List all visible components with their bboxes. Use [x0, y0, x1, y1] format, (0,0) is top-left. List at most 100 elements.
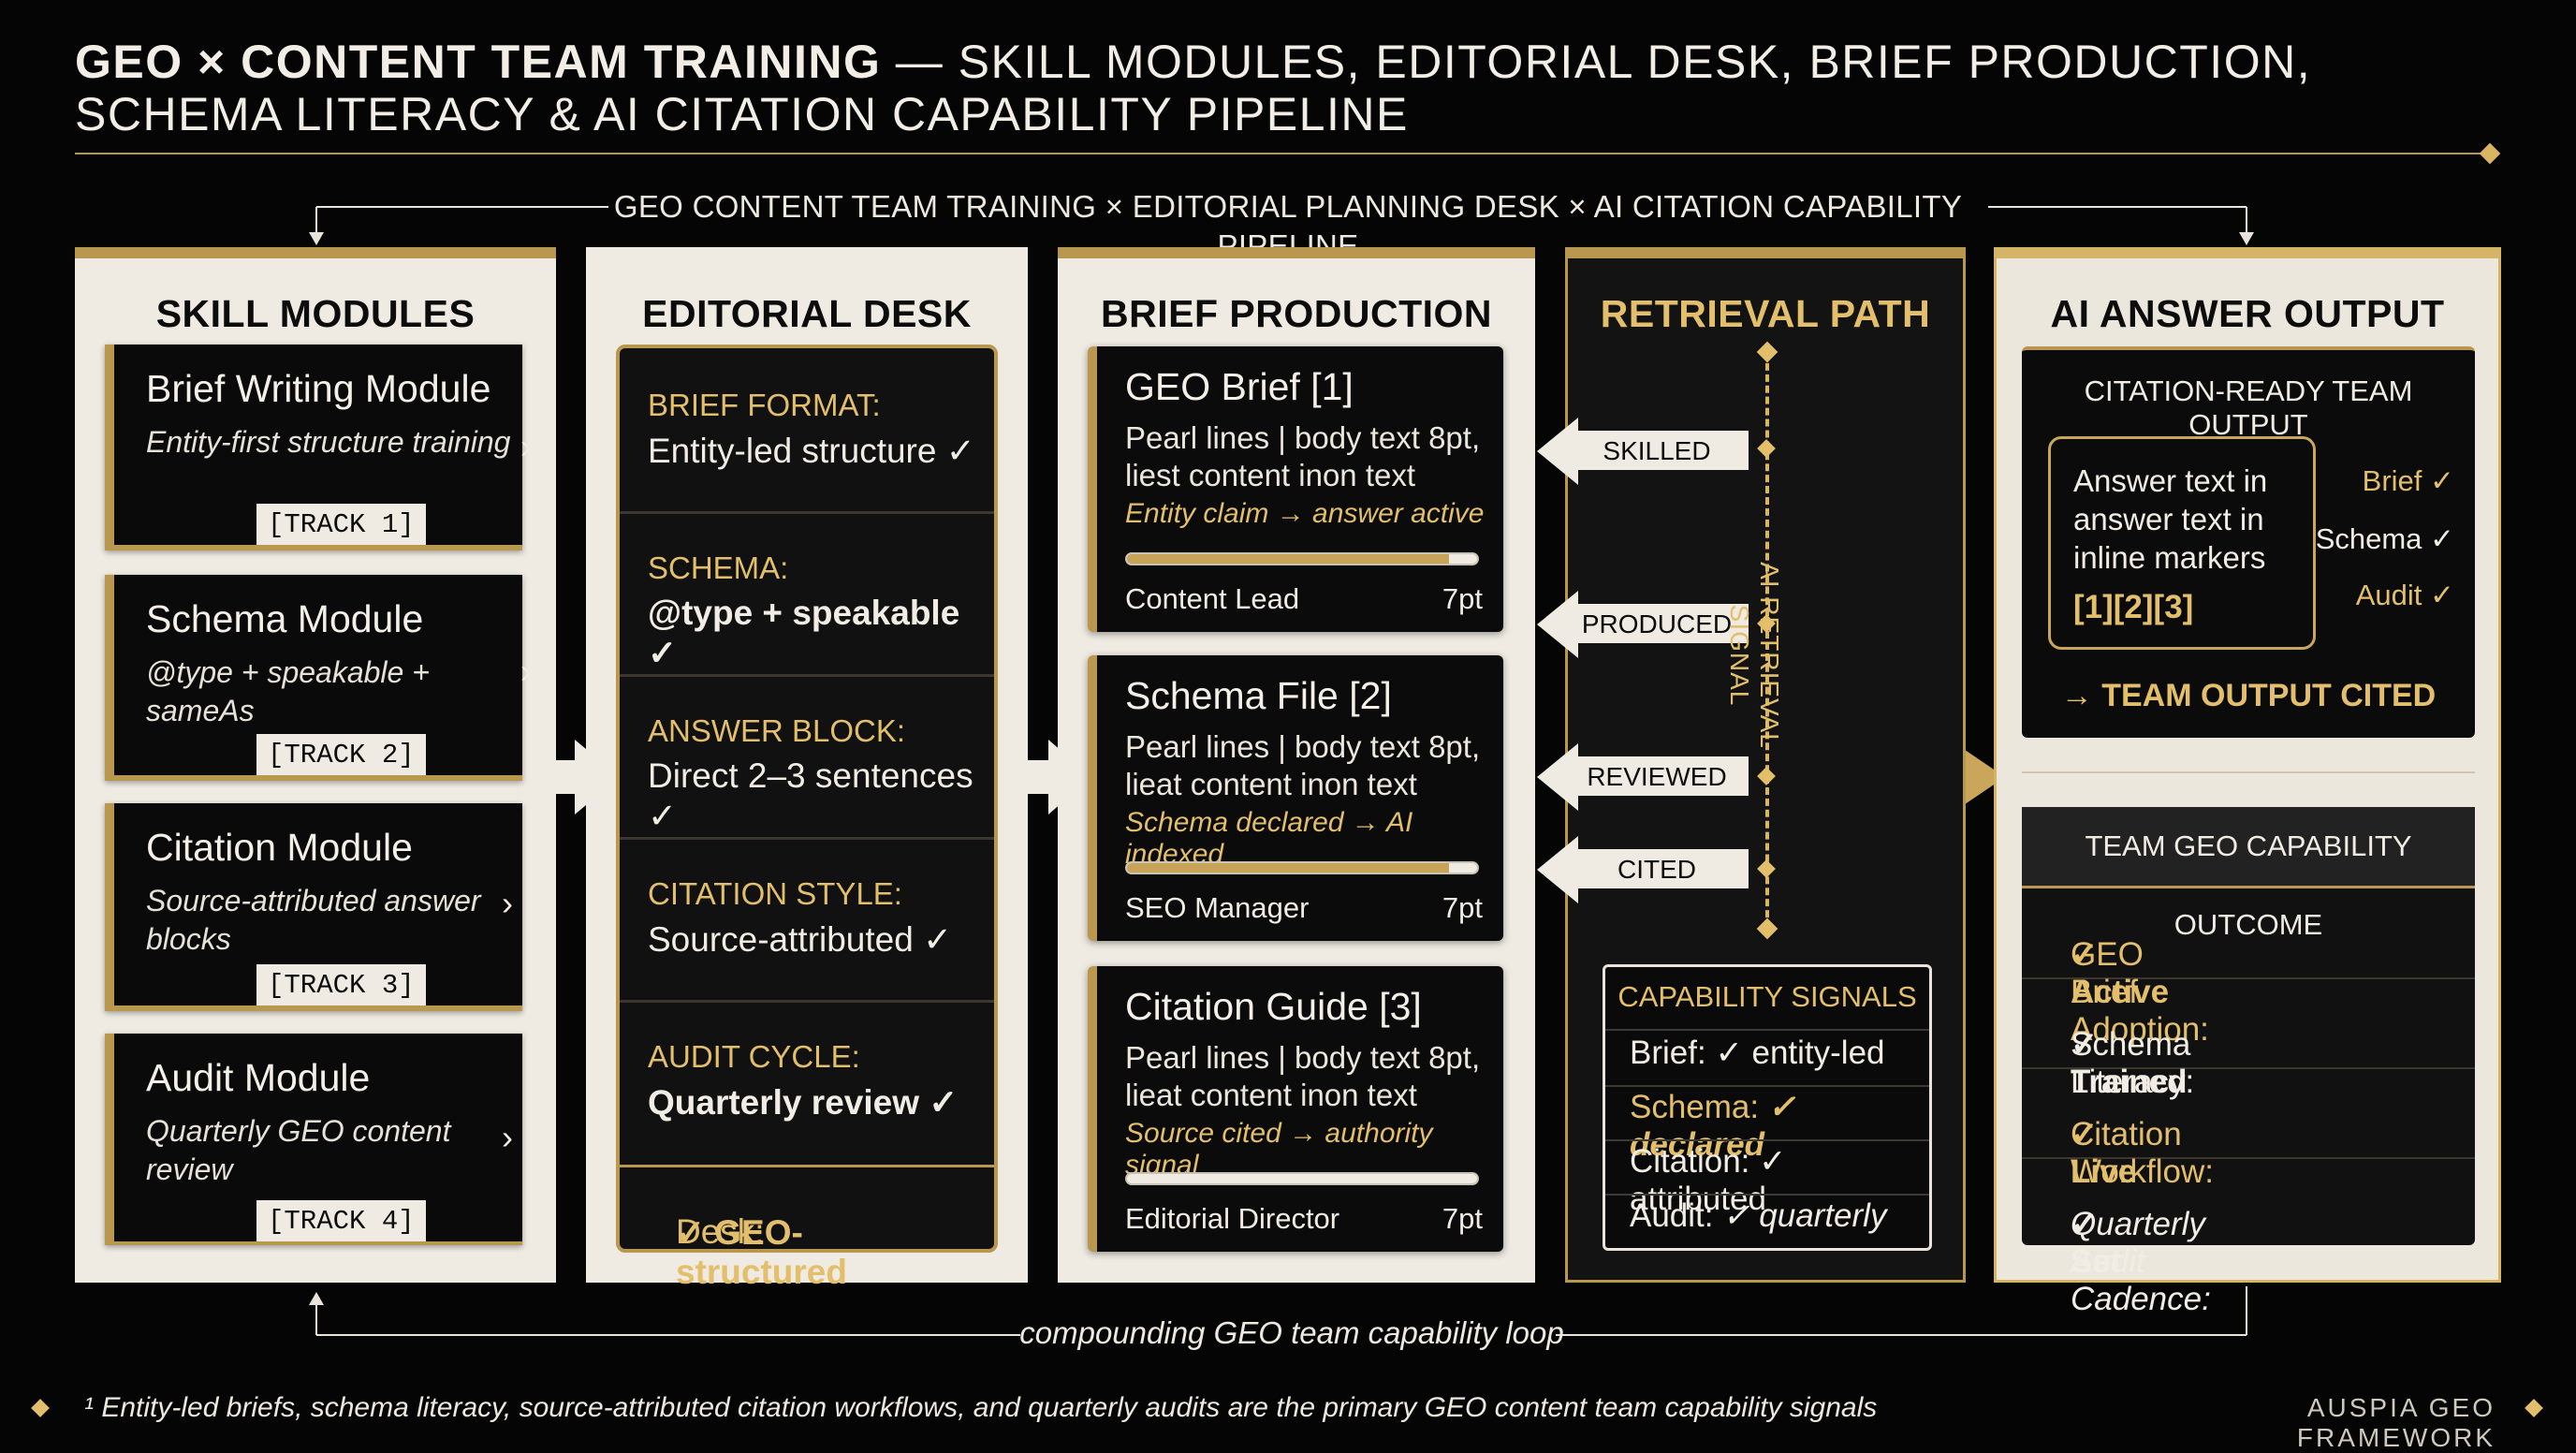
brief-pt: 7pt [1442, 1202, 1483, 1235]
signal-line [1765, 352, 1769, 929]
outcome-row: Quarterly Audit Cadence: ✓ Set [2071, 1206, 2211, 1317]
desk-row: CITATION STYLE: Source-attributed ✓ [620, 837, 994, 1003]
desk-footer: Desk: ✓ GEO-structured [620, 1165, 994, 1291]
desk-label: SCHEMA: [648, 550, 789, 585]
skill-card[interactable]: Citation Module Source-attributed answer… [105, 803, 522, 1011]
brief-body: Pearl lines | body text 8pt, liest conte… [1125, 420, 1481, 492]
capability-outcome-panel: TEAM GEO CAPABILITY OUTCOME GEO Brief Ad… [2022, 807, 2475, 1317]
answer-box: Answer text in answer text in inline mar… [2048, 436, 2316, 650]
desk-row: BRIEF FORMAT: Entity-led structure ✓ [620, 348, 994, 514]
desk-value: Source-attributed ✓ [648, 920, 953, 959]
track-badge: [TRACK 4] [256, 1200, 426, 1241]
brief-body: Pearl lines | body text 8pt, lieat conte… [1125, 1040, 1481, 1112]
panel-title: TEAM GEO CAPABILITY OUTCOME [2022, 807, 2475, 941]
desk-value: Direct 2–3 sentences ✓ [648, 756, 973, 835]
desk-row: ANSWER BLOCK: Direct 2–3 sentences ✓ [620, 674, 994, 840]
signal-label: AI RETRIEVAL SIGNAL [1725, 562, 1784, 749]
citation-ready-output: CITATION-READY TEAM OUTPUT Answer text i… [2022, 346, 2475, 738]
panel-title: CITATION-READY TEAM OUTPUT [2084, 374, 2413, 441]
desk-value: Entity-led structure ✓ [648, 432, 975, 470]
track-badge: [TRACK 2] [256, 734, 426, 775]
desk-footer-value: ✓ GEO-structured [676, 1213, 847, 1291]
skill-desc: Entity-first structure training [146, 425, 511, 459]
chevron-right-icon[interactable]: › [520, 652, 532, 690]
team-output-cited: → TEAM OUTPUT CITED [2060, 678, 2437, 713]
chevron-right-icon[interactable]: › [520, 427, 532, 465]
brief-card[interactable]: Citation Guide [3] Pearl lines | body te… [1088, 966, 1503, 1252]
progress-bar [1125, 552, 1479, 565]
skill-desc: @type + speakable + sameAs [146, 655, 430, 727]
divider [1605, 1194, 1929, 1196]
answer-text: Answer text in answer text in inline mar… [2073, 463, 2268, 575]
track-badge: [TRACK 1] [256, 504, 426, 545]
retrieval-label: SKILLED [1565, 431, 1749, 470]
skill-card[interactable]: Audit Module Quarterly GEO content revie… [105, 1034, 522, 1245]
skill-name: Audit Module [146, 1056, 371, 1099]
desk-footer-label: Desk: [676, 1212, 765, 1251]
brief-name: GEO Brief [1] [1125, 365, 1354, 408]
brief-name: Schema File [2] [1125, 674, 1392, 717]
outcome-row: Schema Literacy: ✓ Trained [2022, 977, 2475, 1100]
brief-role: SEO Manager [1125, 891, 1310, 924]
title-rest: — SKILL MODULES, EDITORIAL DESK, BRIEF P… [881, 36, 2312, 88]
progress-fill [1127, 554, 1450, 564]
loop-label: compounding GEO team capability loop [1019, 1315, 1564, 1350]
desk-label: AUDIT CYCLE: [648, 1039, 860, 1074]
divider [2022, 771, 2475, 773]
panel-title: CAPABILITY SIGNALS [1617, 980, 1917, 1013]
desk-value: @type + speakable ✓ [648, 594, 960, 672]
skill-desc: Source-attributed answer blocks [146, 884, 481, 956]
inline-markers: [1][2][3] [2073, 589, 2194, 625]
capability-signals-panel: CAPABILITY SIGNALS Brief: ✓ entity-led S… [1603, 964, 1932, 1251]
column-title: AI ANSWER OUTPUT [2050, 292, 2445, 335]
outcome-row: Citation Workflow: ✓ Live [2022, 1067, 2475, 1190]
footnote: ¹ Entity-led briefs, schema literacy, so… [84, 1392, 1878, 1423]
progress-bar [1125, 1172, 1479, 1185]
divider [1605, 1029, 1929, 1031]
desk-row: AUDIT CYCLE: Quarterly review ✓ [620, 1000, 994, 1163]
signal-row: Brief: ✓ entity-led [1630, 1035, 1885, 1071]
progress-fill [1127, 863, 1450, 873]
brief-pt: 7pt [1442, 582, 1483, 615]
brief-card[interactable]: Schema File [2] Pearl lines | body text … [1088, 655, 1503, 941]
brief-claim: Entity claim → answer active [1125, 498, 1485, 529]
column-title: RETRIEVAL PATH [1600, 292, 1931, 335]
skill-name: Citation Module [146, 826, 413, 869]
divider [1605, 1139, 1929, 1141]
skill-name: Schema Module [146, 597, 424, 640]
track-badge: [TRACK 3] [256, 964, 426, 1005]
brief-role: Editorial Director [1125, 1202, 1340, 1235]
skill-card[interactable]: Brief Writing Module Entity-first struct… [105, 345, 532, 550]
page-title: GEO × CONTENT TEAM TRAINING — SKILL MODU… [75, 36, 2415, 140]
title-line2: SCHEMA LITERACY & AI CITATION CAPABILITY… [75, 88, 1409, 140]
signal-row: Audit: ✓ quarterly [1630, 1197, 1887, 1234]
editorial-desk-panel: BRIEF FORMAT: Entity-led structure ✓ SCH… [616, 345, 998, 1291]
signal-row: Citation: ✓ attributed [1630, 1143, 1787, 1217]
brief-name: Citation Guide [3] [1125, 985, 1422, 1028]
skill-desc: Quarterly GEO content review [146, 1114, 451, 1186]
skill-name: Brief Writing Module [146, 367, 491, 410]
banner: GEO CONTENT TEAM TRAINING × EDITORIAL PL… [613, 189, 1963, 263]
brief-role: Content Lead [1125, 582, 1300, 615]
check-audit: Audit ✓ [2355, 579, 2454, 611]
skill-card[interactable]: Schema Module @type + speakable + sameAs… [105, 575, 532, 781]
chevron-right-icon[interactable]: › [502, 884, 513, 922]
check-brief: Brief ✓ [2362, 464, 2454, 497]
brief-pt: 7pt [1442, 891, 1483, 924]
chevron-right-icon[interactable]: › [502, 1118, 513, 1156]
retrieval-label: PRODUCED [1565, 604, 1749, 643]
brief-body: Pearl lines | body text 8pt, lieat conte… [1125, 729, 1481, 801]
title-bold: GEO × CONTENT TEAM TRAINING [75, 36, 882, 88]
retrieval-label: REVIEWED [1565, 756, 1749, 796]
desk-label: CITATION STYLE: [648, 876, 902, 911]
desk-value: Quarterly review ✓ [648, 1083, 959, 1122]
progress-bar [1125, 861, 1479, 874]
brief-claim: Schema declared → AI indexed [1125, 807, 1413, 870]
outcome-row: GEO Brief Adoption: ✓ Active [2022, 888, 2475, 1048]
title-rule [75, 153, 2490, 154]
brief-card[interactable]: GEO Brief [1] Pearl lines | body text 8p… [1088, 346, 1503, 632]
desk-label: BRIEF FORMAT: [648, 388, 881, 422]
brand-label: AUSPIA GEO FRAMEWORK [2296, 1393, 2496, 1452]
column-title: SKILL MODULES [155, 292, 476, 335]
retrieval-label: CITED [1565, 849, 1749, 888]
